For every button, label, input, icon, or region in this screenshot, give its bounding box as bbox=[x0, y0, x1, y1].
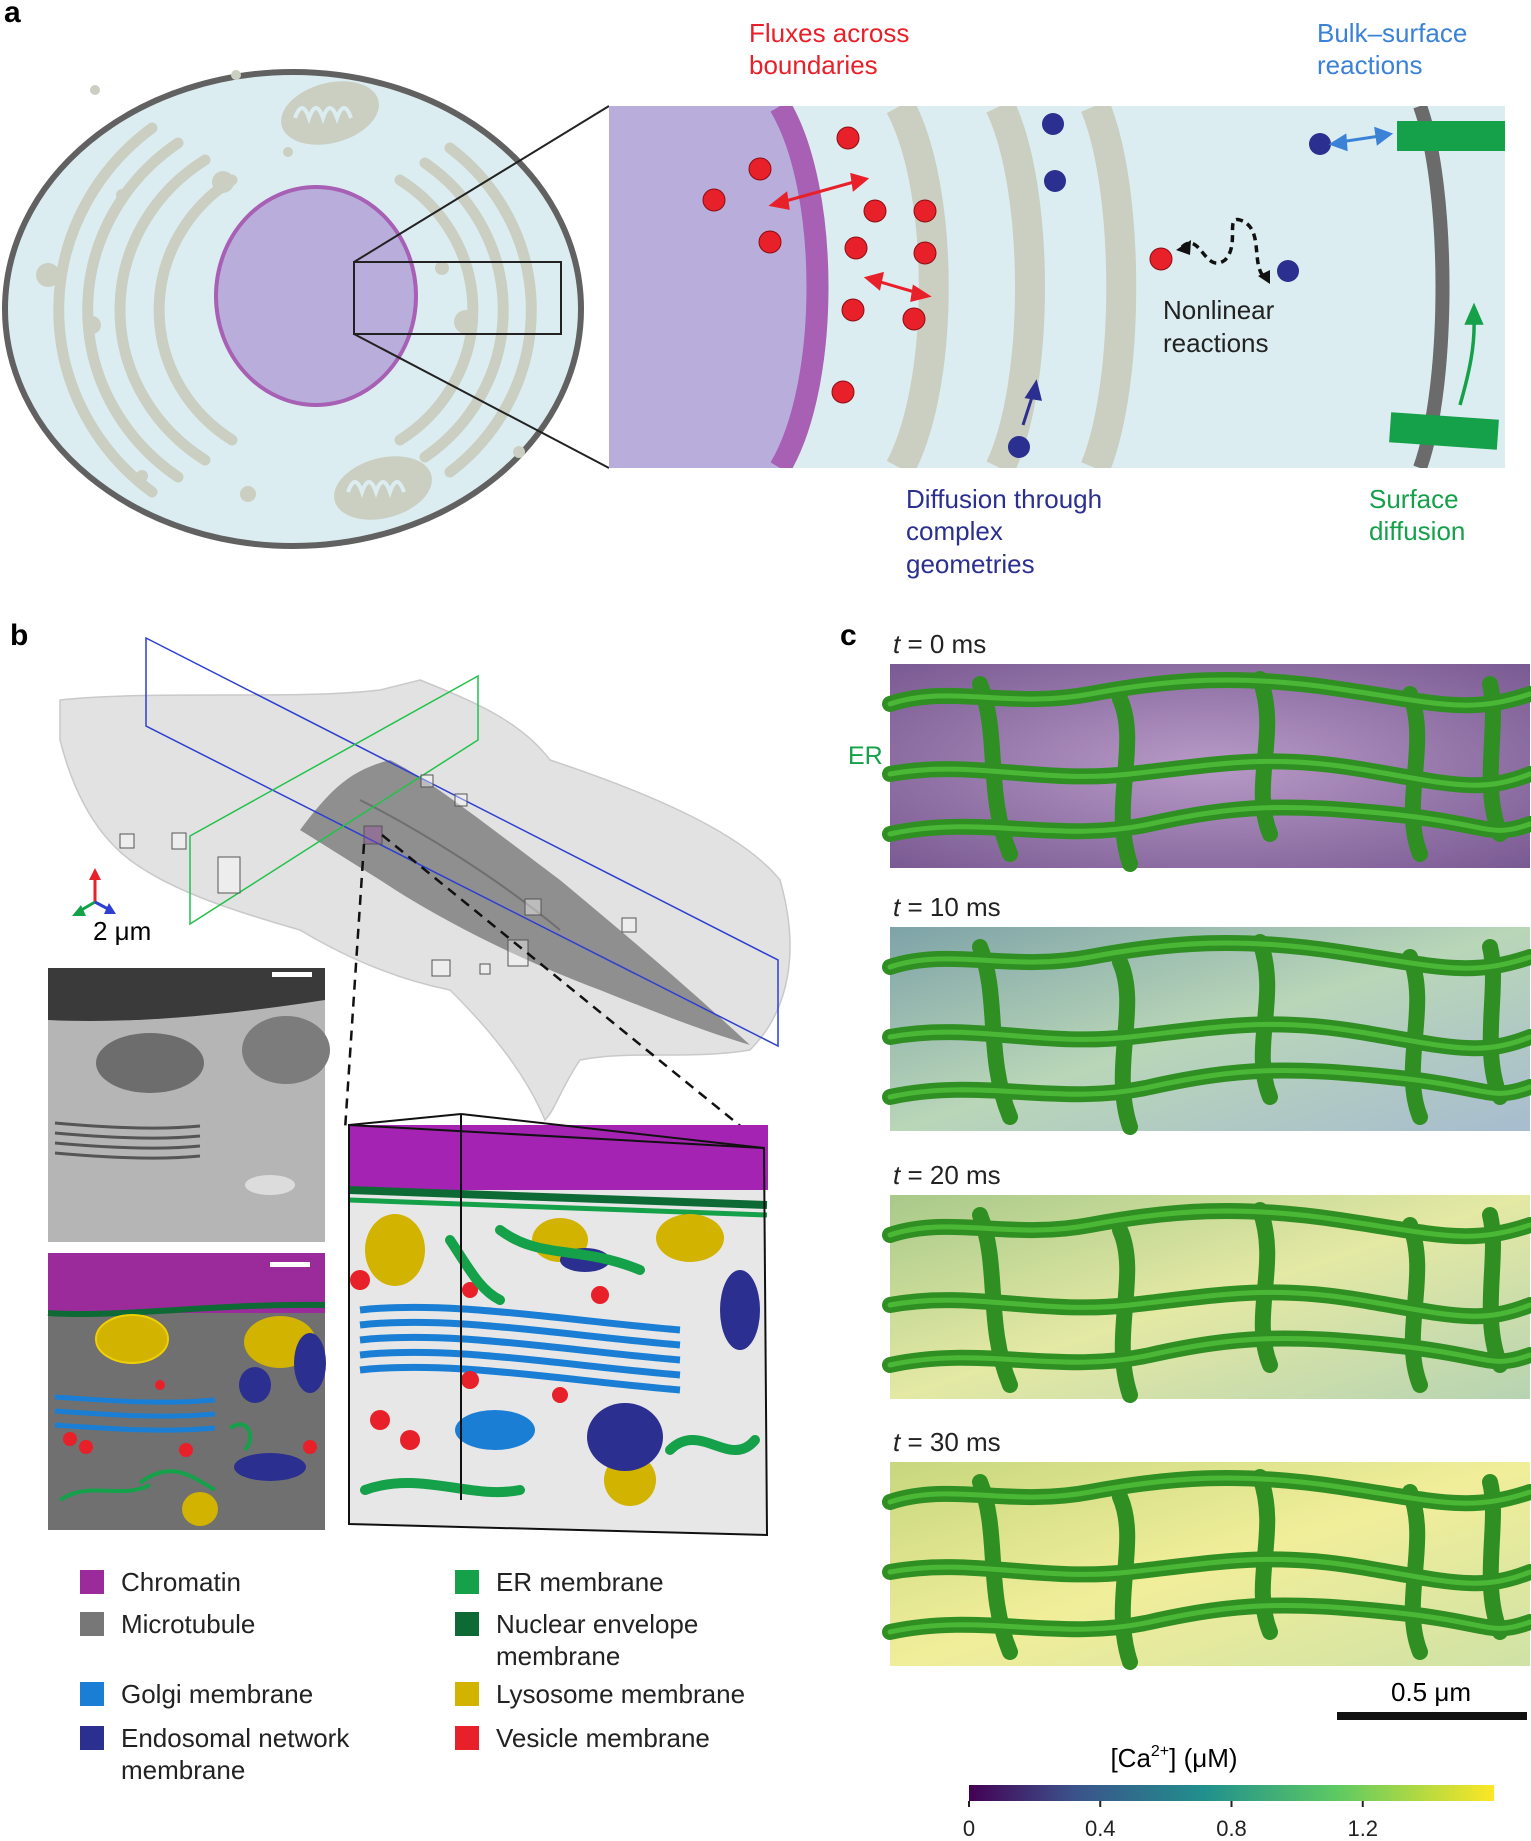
legend-swatch bbox=[80, 1682, 104, 1706]
mitochondrion-bottom bbox=[334, 456, 432, 520]
legend-label: Endosomal network bbox=[121, 1723, 350, 1753]
scale-label-b: 2 μm bbox=[93, 916, 151, 946]
scale-label-c: 0.5 μm bbox=[1391, 1677, 1471, 1707]
er-label: ER bbox=[848, 742, 883, 770]
flux-arrows bbox=[768, 172, 932, 303]
legend-swatch bbox=[80, 1726, 104, 1750]
scale-bar-c bbox=[1337, 1712, 1527, 1720]
zoom-panel bbox=[609, 106, 1505, 468]
segmentation-image bbox=[47, 1253, 326, 1530]
label-nonlinear-2: reactions bbox=[1163, 328, 1269, 358]
nucleus bbox=[214, 185, 418, 407]
surface-arrow bbox=[1458, 302, 1484, 406]
label-surface-2: diffusion bbox=[1369, 516, 1465, 546]
legend-label: ER membrane bbox=[496, 1567, 664, 1597]
panel-b-letter: b bbox=[10, 619, 28, 652]
nonlinear-arrow bbox=[1180, 217, 1267, 280]
bulk-arrow bbox=[1328, 126, 1394, 152]
panel-a-letter: a bbox=[4, 0, 21, 29]
panel-c-letter: c bbox=[840, 619, 857, 652]
legend-swatch bbox=[455, 1682, 479, 1706]
legend-label: Vesicle membrane bbox=[496, 1723, 710, 1753]
time-series-panels: t = 0 ms t = 10 ms t = 20 ms t = 30 ms bbox=[882, 629, 1531, 1670]
reaction-blue bbox=[1277, 260, 1299, 282]
colorbar-title-sup: 2+ bbox=[1151, 1743, 1169, 1760]
legend-label-line2: membrane bbox=[496, 1641, 620, 1671]
colorbar-tick-label: 0.4 bbox=[1085, 1816, 1116, 1841]
label-surface-1: Surface bbox=[1369, 484, 1459, 514]
legend-label-line2: membrane bbox=[121, 1755, 245, 1785]
label-bulk-1: Bulk–surface bbox=[1317, 18, 1467, 48]
legend-label: Chromatin bbox=[121, 1567, 241, 1597]
flux-particles bbox=[702, 126, 937, 404]
diffusion-arrow bbox=[1021, 379, 1043, 426]
em-image bbox=[48, 968, 330, 1242]
cell-illustration bbox=[2, 69, 610, 549]
reaction-red bbox=[1149, 247, 1173, 271]
legend-swatch bbox=[80, 1570, 104, 1594]
cell-3d-render bbox=[59, 636, 791, 1143]
colorbar: [Ca2+] (μM) 0 0.4 0.8 1.2 bbox=[963, 1743, 1494, 1841]
legend-label: Microtubule bbox=[121, 1609, 255, 1639]
label-diffusion-3: geometries bbox=[906, 549, 1035, 579]
mitochondrion-top bbox=[281, 81, 379, 145]
label-diffusion-1: Diffusion through bbox=[906, 484, 1102, 514]
time-label: t = 20 ms bbox=[893, 1160, 1001, 1190]
time-label: t = 10 ms bbox=[893, 892, 1001, 922]
colorbar-tick-label: 0.8 bbox=[1216, 1816, 1247, 1841]
label-nonlinear-1: Nonlinear bbox=[1163, 295, 1275, 325]
colorbar-title-suffix: ] (μM) bbox=[1169, 1743, 1237, 1773]
label-bulk-2: reactions bbox=[1317, 50, 1423, 80]
svg-text:[Ca2+] (μM): [Ca2+] (μM) bbox=[1110, 1743, 1237, 1773]
legend-label: Nuclear envelope bbox=[496, 1609, 698, 1639]
colorbar-title-prefix: [Ca bbox=[1110, 1743, 1151, 1773]
bulk-particle bbox=[1309, 133, 1331, 155]
colorbar-tick-label: 0 bbox=[963, 1816, 975, 1841]
legend-label: Golgi membrane bbox=[121, 1679, 313, 1709]
legend-swatch bbox=[455, 1570, 479, 1594]
label-fluxes-2: boundaries bbox=[749, 50, 878, 80]
surface-protein-bottom bbox=[1389, 412, 1499, 450]
legend-label: Lysosome membrane bbox=[496, 1679, 745, 1709]
legend-swatch bbox=[455, 1612, 479, 1636]
legend-swatch bbox=[455, 1726, 479, 1750]
zoom-box bbox=[353, 261, 562, 335]
time-label: t = 30 ms bbox=[893, 1427, 1001, 1457]
legend-swatch bbox=[80, 1612, 104, 1636]
diffusion-particles bbox=[1008, 113, 1066, 458]
time-label: t = 0 ms bbox=[893, 629, 986, 659]
label-diffusion-2: complex bbox=[906, 516, 1003, 546]
segmentation-cube bbox=[348, 1113, 769, 1537]
surface-protein-top bbox=[1397, 121, 1505, 151]
colorbar-tick-label: 1.2 bbox=[1347, 1816, 1378, 1841]
label-fluxes-1: Fluxes across bbox=[749, 18, 909, 48]
